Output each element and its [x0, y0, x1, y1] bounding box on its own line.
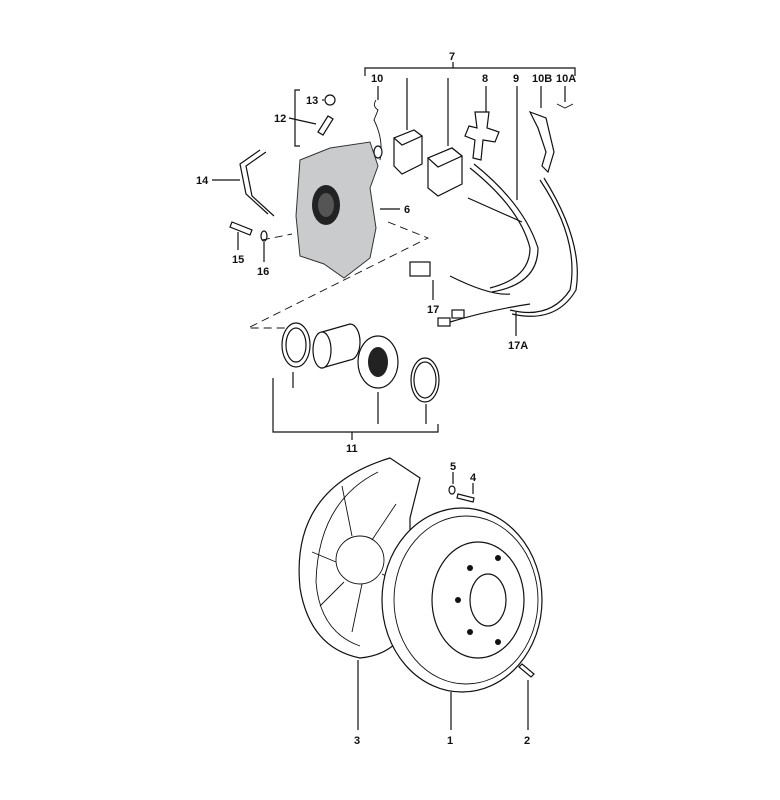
- retaining-pin-9: [467, 197, 523, 223]
- bracket-12: [294, 89, 300, 147]
- callout-11: 11: [346, 443, 358, 455]
- spring-wire-14: [239, 149, 269, 215]
- callout-6: 6: [404, 204, 410, 216]
- sensor-connector-17a: [437, 317, 451, 327]
- screw-4: [456, 493, 475, 503]
- sensor-connector-17: [409, 261, 431, 277]
- brake-pad-outer: [426, 147, 464, 197]
- brake-disc-1: [381, 507, 543, 730]
- callout-16: 16: [257, 266, 269, 278]
- callout-10: 10: [371, 73, 383, 85]
- spring-wire-14b: [245, 151, 275, 217]
- leader-12: [288, 117, 317, 125]
- screw-2: [518, 663, 535, 678]
- callout-12: 12: [274, 113, 286, 125]
- callout-3: 3: [354, 735, 360, 747]
- callout-10b: 10B: [532, 73, 552, 85]
- washer-16: [260, 230, 268, 242]
- callout-13: 13: [306, 95, 318, 107]
- washer-5: [448, 485, 456, 495]
- callout-9: 9: [513, 73, 519, 85]
- cross-spreader-10b: [528, 110, 555, 174]
- brake-pad-inner: [392, 129, 424, 175]
- callout-5: 5: [450, 461, 456, 473]
- brake-lines: [449, 163, 578, 323]
- callout-7: 7: [449, 51, 455, 63]
- sensor-connector-17a-2: [451, 309, 465, 319]
- callout-2: 2: [524, 735, 530, 747]
- callout-1: 1: [447, 735, 453, 747]
- bleeder-valve-12: [317, 115, 334, 136]
- brake-caliper-6: [295, 141, 379, 279]
- callout-15: 15: [232, 254, 244, 266]
- callout-4: 4: [470, 472, 477, 484]
- bolt-15: [229, 221, 253, 236]
- assembly-line: [247, 221, 430, 329]
- callout-8: 8: [482, 73, 488, 85]
- callout-10a: 10A: [556, 73, 576, 85]
- callout-17a: 17A: [508, 340, 528, 352]
- bleeder-cap-13: [324, 94, 336, 106]
- spring-plate-8: [464, 111, 500, 161]
- clip-10a: [556, 103, 574, 109]
- callout-17: 17: [427, 304, 439, 316]
- bracket-7: [364, 62, 576, 200]
- piston-kit-11: [272, 322, 440, 440]
- callout-14: 14: [196, 175, 209, 187]
- wear-sensor-10: [373, 99, 383, 161]
